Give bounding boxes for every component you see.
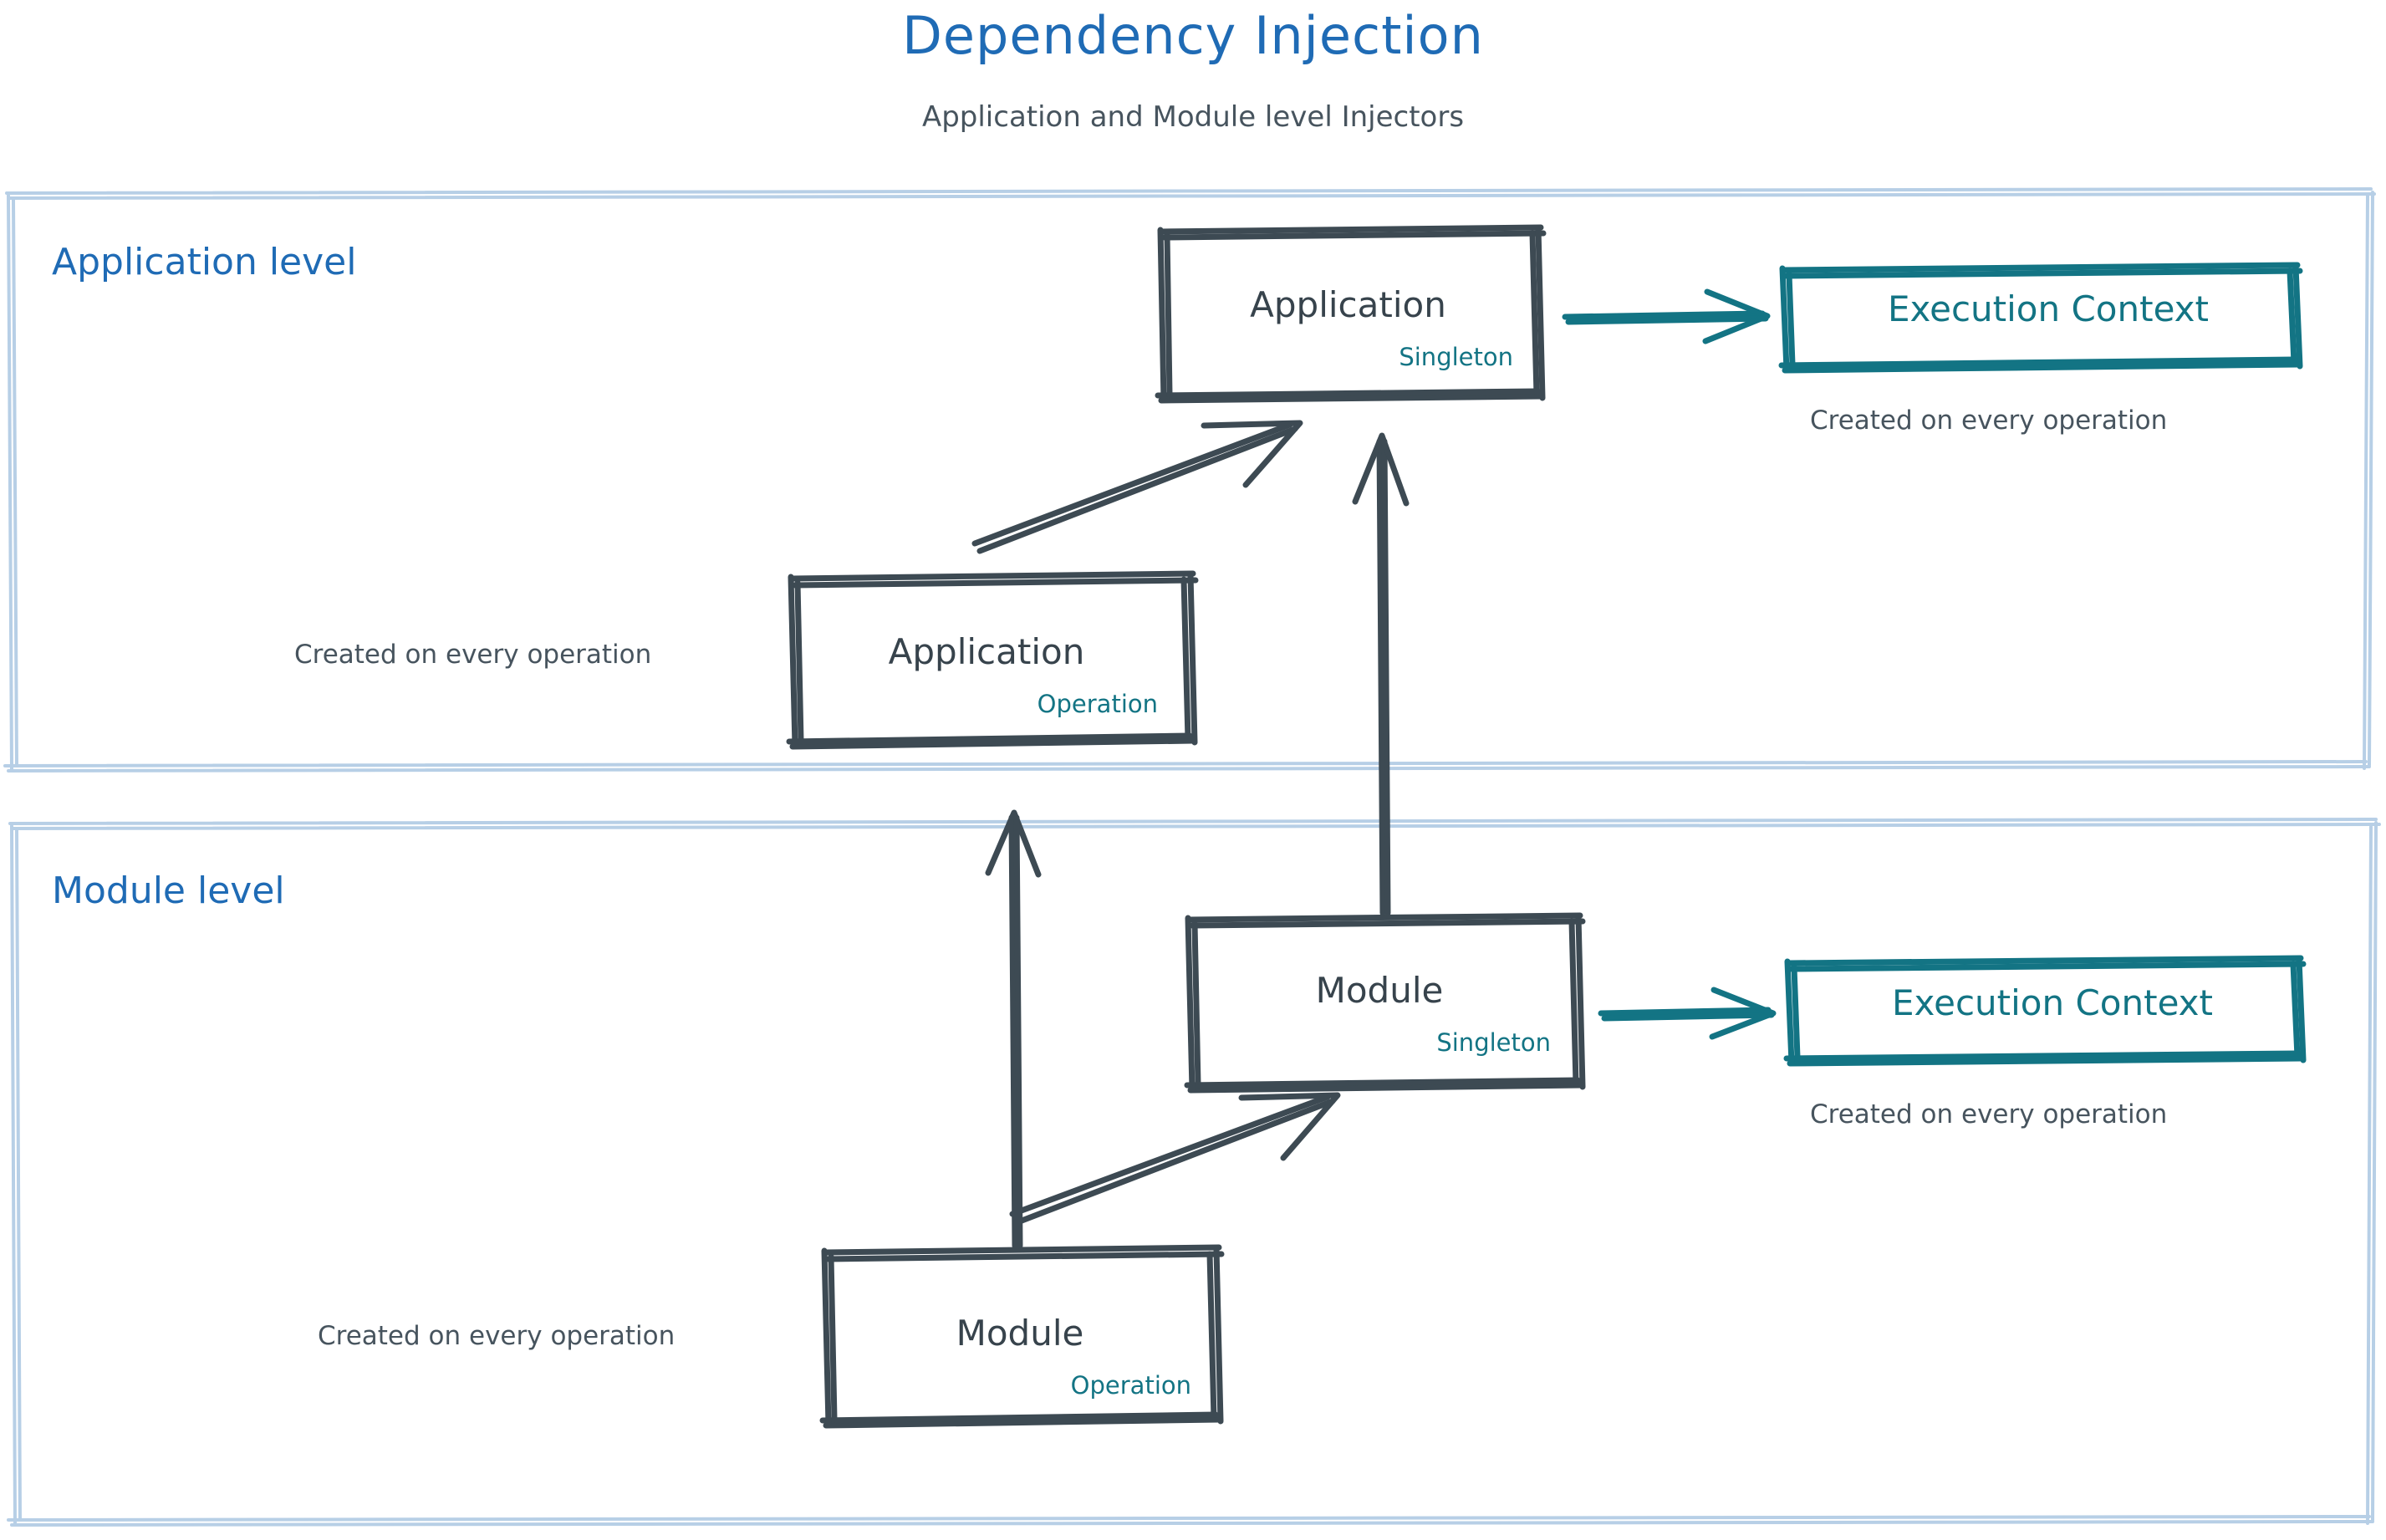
node-title-module-operation[interactable]: Module [956,1313,1084,1354]
node-title-application-singleton[interactable]: Application [1250,284,1446,325]
edge-module-singleton-to-app-singleton [1352,432,1410,916]
caption-module-operation: Created on every operation [318,1321,676,1351]
edge-module-singleton-to-execution-context [1598,987,1777,1040]
edge-app-operation-to-app-singleton [971,420,1303,554]
edge-module-operation-to-module-singleton [1009,1092,1341,1226]
node-title-application-operation[interactable]: Application [888,631,1085,672]
container-label-module-level: Module level [52,869,285,912]
node-scope-application-operation: Operation [1037,690,1158,718]
node-title-execution-context-application[interactable]: Execution Context [1888,288,2209,329]
container-application-level [3,187,2376,773]
page-title: Dependency Injection [902,5,1484,66]
edge-module-operation-to-app-operation [985,809,1042,1249]
page-subtitle: Application and Module level Injectors [921,100,1465,134]
caption-execution-context-application: Created on every operation [1810,405,2168,436]
node-scope-module-operation: Operation [1070,1371,1191,1400]
container-module-level [7,818,2381,1527]
node-title-execution-context-module[interactable]: Execution Context [1892,982,2213,1023]
node-scope-application-singleton: Singleton [1399,343,1513,371]
node-scope-module-singleton: Singleton [1436,1028,1551,1057]
caption-execution-context-module: Created on every operation [1810,1099,2168,1130]
container-label-application-level: Application level [52,241,357,283]
node-title-module-singleton[interactable]: Module [1315,970,1444,1011]
caption-application-operation: Created on every operation [294,640,652,670]
edge-app-singleton-to-execution-context [1562,288,1771,344]
